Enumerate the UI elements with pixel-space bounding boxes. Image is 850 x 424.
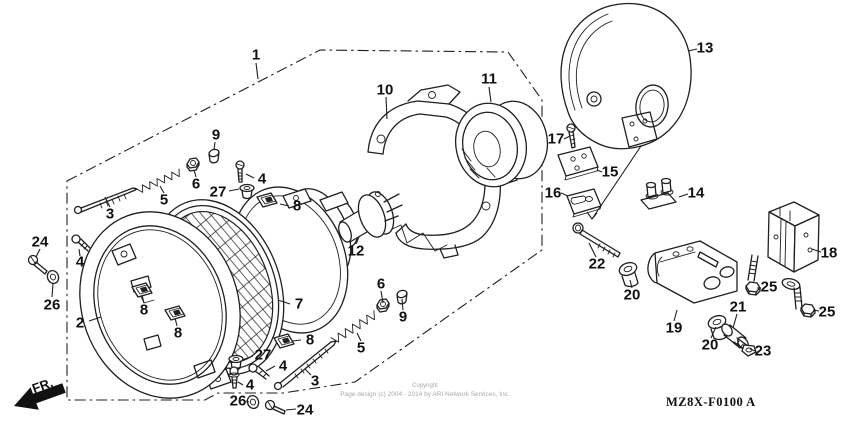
part-13-shell — [560, 2, 692, 220]
part-6-nut — [186, 157, 200, 172]
part-4-bolt — [248, 363, 270, 380]
part-5-spring — [134, 168, 180, 193]
leader-lines — [35, 48, 822, 411]
part-16-plate — [566, 188, 602, 218]
part-8-clip — [131, 282, 153, 298]
part-15-plate — [557, 146, 599, 181]
fr-arrow-icon — [14, 383, 66, 410]
part-12-bulb — [338, 191, 403, 243]
part-19-pivot-bracket — [647, 240, 738, 304]
part-26-washer — [246, 394, 260, 410]
part-4-bolt — [235, 160, 245, 183]
part-8-clip — [256, 192, 278, 208]
watermark-line1: Copyright — [412, 383, 438, 389]
part-18-mount-bracket — [747, 201, 820, 310]
part-14-rubber-mount — [640, 177, 677, 210]
part-4-bolt — [71, 234, 91, 252]
part-23-bolt — [733, 337, 757, 357]
part-26-washer — [46, 269, 60, 285]
part-27-grommet — [239, 183, 255, 200]
part-17-screw — [566, 123, 576, 149]
part-3-adjusting-screw — [73, 187, 138, 215]
part-6-nut — [376, 298, 390, 313]
part-2-rim — [79, 211, 241, 399]
part-11-mount-ring — [455, 100, 549, 188]
watermark-line2: Page design (c) 2004 - 2014 by ARI Netwo… — [340, 390, 510, 398]
part-9-cap — [208, 148, 220, 164]
part-code: MZ8X-F0100 A — [666, 395, 756, 409]
watermark: Copyright Page design (c) 2004 - 2014 by… — [330, 383, 520, 399]
part-25-nut — [800, 303, 816, 318]
part-24-screw — [264, 399, 286, 415]
part-20-bushing — [618, 261, 639, 288]
assembly-boundary — [66, 49, 543, 401]
part-8-clip — [273, 333, 295, 349]
part-8-clip — [164, 305, 186, 321]
part-3-adjusting-screw — [273, 340, 337, 391]
part-24-screw — [27, 254, 48, 275]
fr-direction-indicator: FR. — [6, 375, 72, 420]
part-5-spring — [330, 310, 375, 343]
part-4-bolt — [228, 366, 240, 389]
part-22-bolt — [572, 222, 621, 258]
